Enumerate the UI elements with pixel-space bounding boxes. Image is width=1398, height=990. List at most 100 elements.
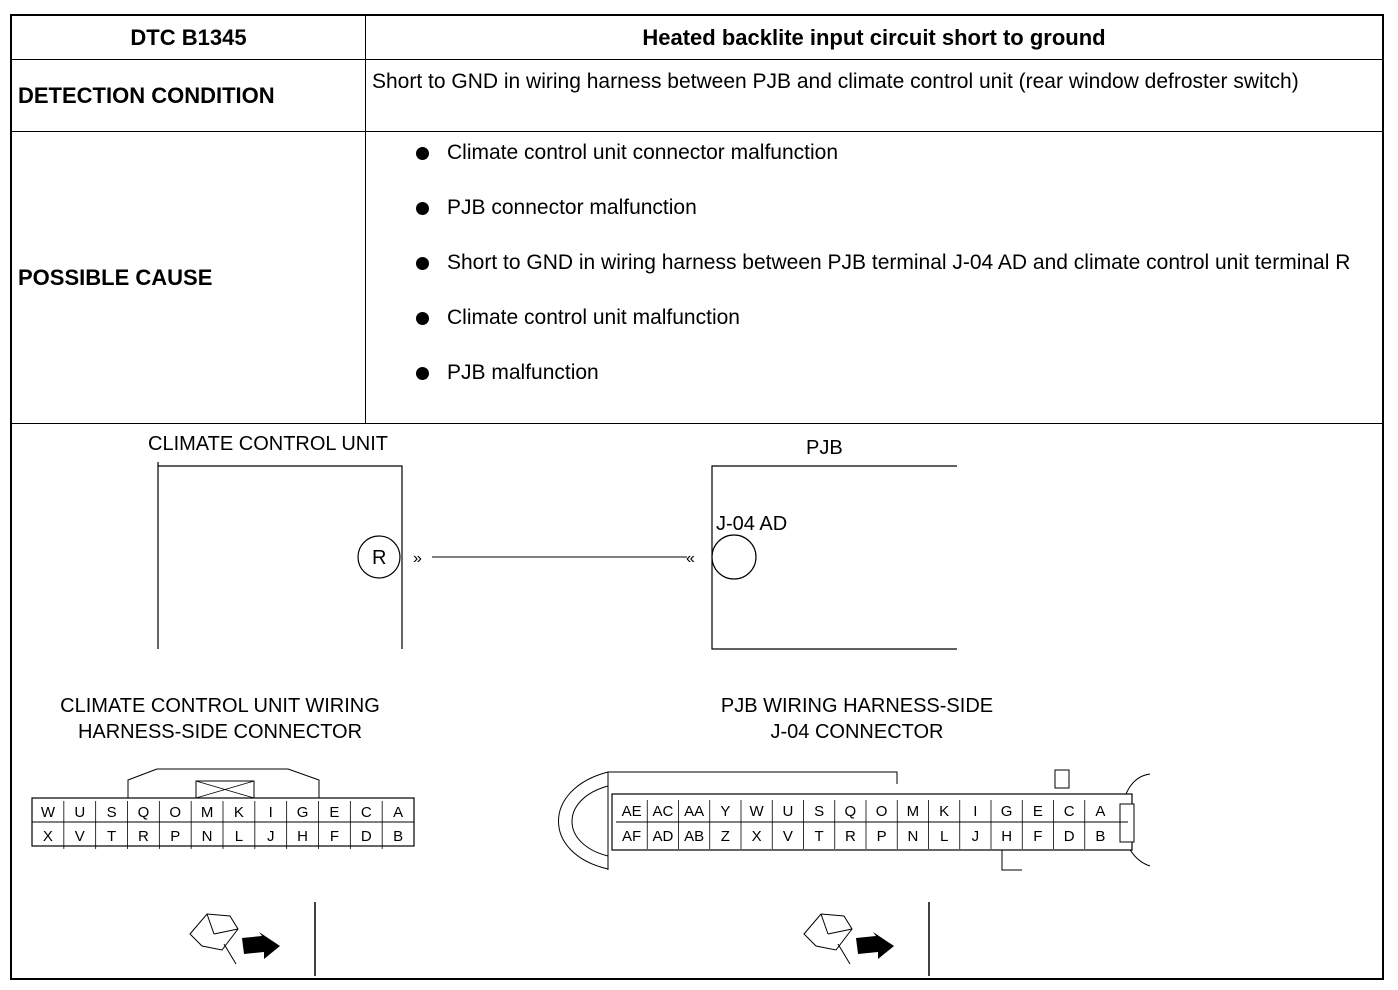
ccu-key-hatch xyxy=(195,780,255,799)
pjb-connector-title-1: PJB WIRING HARNESS-SIDE xyxy=(721,695,993,717)
ccu-connector-title-1: CLIMATE CONTROL UNIT WIRING xyxy=(60,695,380,717)
pjb-view-wire xyxy=(837,943,851,965)
pjb-pin-label: C xyxy=(1064,803,1075,820)
pjb-pin-label: K xyxy=(939,803,949,820)
pjb-pin-label: J xyxy=(972,828,980,845)
ccu-pin-label: P xyxy=(170,828,180,845)
pjb-pin-label: U xyxy=(782,803,793,820)
pjb-connector-view-icon xyxy=(803,902,930,976)
pjb-title: PJB xyxy=(806,437,843,459)
ccu-pin-label: J xyxy=(267,828,275,845)
pjb-lock-arc-inner xyxy=(571,785,609,857)
ccu-connector-view-icon xyxy=(189,902,316,976)
pjb-pin-label: W xyxy=(750,803,765,820)
ccu-connector-latch-right xyxy=(157,768,320,798)
ccu-pin-label: F xyxy=(330,828,339,845)
pjb-bottom-key xyxy=(1001,850,1022,871)
detection-text: Short to GND in wiring harness between P… xyxy=(372,70,1299,93)
dtc-code: DTC B1345 xyxy=(12,16,366,59)
wiring-diagram-svg: CLIMATE CONTROL UNIT R » « PJB J-04 AD C… xyxy=(31,433,1151,976)
pjb-pin-label: AA xyxy=(684,803,704,820)
ccu-pin-label: Q xyxy=(138,804,150,821)
ccu-pin-label: M xyxy=(201,804,214,821)
pjb-view-arrow-icon xyxy=(856,932,894,959)
ccu-pin-label: L xyxy=(235,828,243,845)
pjb-pin-label: N xyxy=(907,828,918,845)
ccu-connector-latch-left xyxy=(127,768,158,798)
cause-item: PJB malfunction xyxy=(416,358,1382,388)
ccu-view-plug xyxy=(189,913,239,951)
ccu-pin-label: A xyxy=(393,804,403,821)
ccu-view-plug-edge xyxy=(206,913,215,935)
pjb-pin-label: E xyxy=(1033,803,1043,820)
pjb-pin-label: P xyxy=(877,828,887,845)
ccu-pin-label: T xyxy=(107,828,116,845)
ccu-connector-title-2: HARNESS-SIDE CONNECTOR xyxy=(78,721,362,743)
ccu-view-arrow-icon xyxy=(242,932,280,959)
ccu-pin-label: U xyxy=(74,804,85,821)
cause-item: Climate control unit connector malfuncti… xyxy=(416,138,1382,168)
ccu-pin-label: E xyxy=(329,804,339,821)
ccu-pin-label: W xyxy=(41,804,56,821)
ccu-pin-label: B xyxy=(393,828,403,845)
pjb-lock-arc-outer xyxy=(558,771,609,870)
ccu-title: CLIMATE CONTROL UNIT xyxy=(148,433,388,455)
pjb-pin-label: X xyxy=(752,828,762,845)
pjb-pin-label: O xyxy=(876,803,888,820)
pjb-pin-label: T xyxy=(815,828,824,845)
pjb-view-plug xyxy=(803,913,853,951)
dtc-title: Heated backlite input circuit short to g… xyxy=(642,24,1106,50)
pjb-pin-label: A xyxy=(1095,803,1105,820)
ccu-pin-label: N xyxy=(202,828,213,845)
pjb-pin-label: H xyxy=(1001,828,1012,845)
cause-list: Climate control unit connector malfuncti… xyxy=(366,132,1382,388)
ccu-pin-label: D xyxy=(361,828,372,845)
pjb-terminal-circle xyxy=(711,534,757,580)
ccu-pin-label: H xyxy=(297,828,308,845)
ccu-view-plug-edge xyxy=(213,928,239,935)
pjb-latch-tab xyxy=(1054,769,1070,789)
cause-item: PJB connector malfunction xyxy=(416,193,1382,223)
pjb-pin-label: V xyxy=(783,828,793,845)
pjb-pin-label: D xyxy=(1064,828,1075,845)
pjb-pin-label: AD xyxy=(652,828,673,845)
pjb-pin-label: G xyxy=(1001,803,1013,820)
pjb-connector-title-2: J-04 CONNECTOR xyxy=(771,721,944,743)
pjb-view-plug-edge xyxy=(820,913,829,935)
pjb-pin-label: AF xyxy=(622,828,641,845)
ccu-pin-label: I xyxy=(269,804,273,821)
pjb-pin-label: F xyxy=(1033,828,1042,845)
ccu-pin-label: X xyxy=(43,828,53,845)
pjb-shell-top xyxy=(607,771,898,870)
pjb-pin-label: B xyxy=(1095,828,1105,845)
ccu-view-wire xyxy=(223,943,237,965)
pjb-pin-label: Q xyxy=(845,803,857,820)
possible-cause-label: POSSIBLE CAUSE xyxy=(12,132,366,423)
cause-item: Climate control unit malfunction xyxy=(416,303,1382,333)
pjb-pin-label: Y xyxy=(720,803,730,820)
ccu-pin-label: V xyxy=(75,828,85,845)
ccu-pin-label: C xyxy=(361,804,372,821)
pjb-pin-label: R xyxy=(845,828,856,845)
pjb-pin-label: L xyxy=(940,828,948,845)
ccu-pin-label: R xyxy=(138,828,149,845)
detection-label: DETECTION CONDITION xyxy=(12,60,366,131)
dtc-sheet: DTC B1345 Heated backlite input circuit … xyxy=(10,14,1384,980)
pjb-pin-label: AC xyxy=(652,803,673,820)
pjb-side-tab xyxy=(1119,803,1135,843)
possible-cause-list-cell: Climate control unit connector malfuncti… xyxy=(366,132,1382,423)
pjb-pin-label: AE xyxy=(622,803,642,820)
pjb-pin-label: S xyxy=(814,803,824,820)
pjb-connector-mark: « xyxy=(686,550,695,567)
header-row: DTC B1345 Heated backlite input circuit … xyxy=(12,16,1382,60)
possible-cause-row: POSSIBLE CAUSE Climate control unit conn… xyxy=(12,132,1382,424)
ccu-terminal-label: R xyxy=(372,547,386,569)
ccu-box-edge xyxy=(158,465,403,649)
detection-row: DETECTION CONDITION Short to GND in wiri… xyxy=(12,60,1382,132)
ccu-connector-mark: » xyxy=(413,550,422,567)
ccu-pin-label: O xyxy=(169,804,181,821)
